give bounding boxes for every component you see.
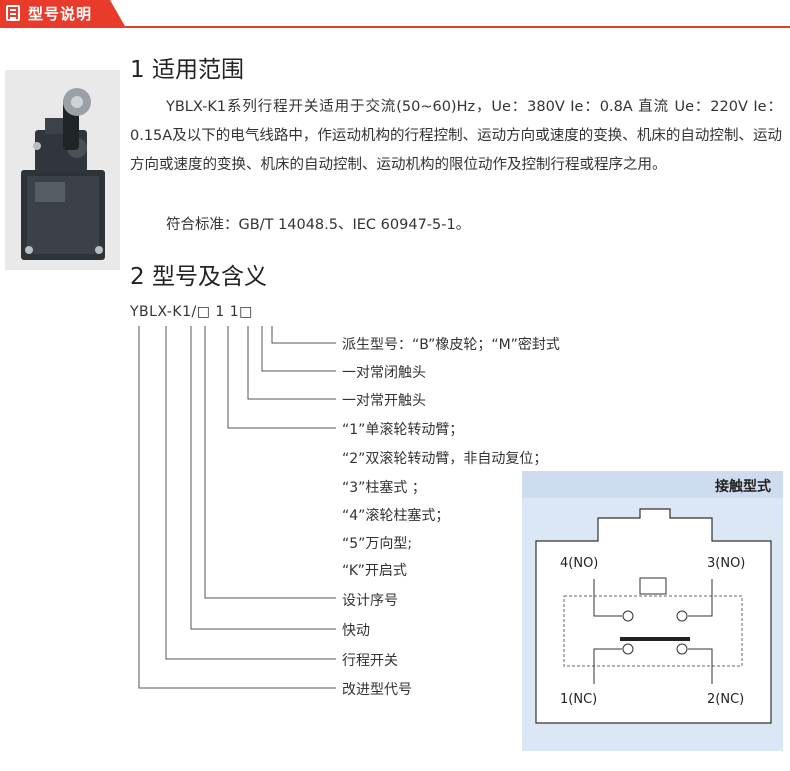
product-photo xyxy=(5,70,120,270)
document-icon xyxy=(6,5,20,21)
label-nc-contact: 一对常闭触头 xyxy=(342,365,426,381)
label-type-3: “3”柱塞式 ； xyxy=(342,480,426,496)
label-improved-code: 改进型代号 xyxy=(342,682,412,698)
terminal-2-nc: 2(NC) xyxy=(707,692,745,707)
label-no-contact: 一对常开触头 xyxy=(342,393,426,409)
label-travel-switch: 行程开关 xyxy=(342,653,398,669)
contact-panel-header: 接触型式 xyxy=(522,471,783,498)
contact-diagram xyxy=(535,508,772,724)
terminal-1-nc: 1(NC) xyxy=(560,692,598,707)
section2-heading: 2 型号及含义 xyxy=(130,264,267,290)
label-quick-action: 快动 xyxy=(342,623,370,639)
terminal-4-no: 4(NO) xyxy=(560,556,599,571)
label-type-5: “5”万向型; xyxy=(342,536,413,552)
label-type-2: “2”双滚轮转动臂，非自动复位； xyxy=(342,451,548,467)
label-design-no: 设计序号 xyxy=(342,593,398,609)
header-bar-shape xyxy=(0,0,790,28)
label-type-k: “K”开启式 xyxy=(342,563,407,579)
label-type-4: “4”滚轮柱塞式； xyxy=(342,508,450,524)
model-code: YBLX-K1/□ 1 1□ xyxy=(130,304,253,320)
terminal-3-no: 3(NO) xyxy=(707,556,746,571)
header-title: 型号说明 xyxy=(28,5,93,23)
limit-switch-image xyxy=(21,88,105,260)
section-header: 型号说明 xyxy=(0,0,790,28)
section1-paragraph: YBLX-K1系列行程开关适用于交流(50~60)Hz，Ue：380V Ie：0… xyxy=(130,99,782,173)
section1-heading: 1 适用范围 xyxy=(130,57,244,83)
standard-text: 符合标准：GB/T 14048.5、IEC 60947-5-1。 xyxy=(166,217,471,233)
contact-panel-title: 接触型式 xyxy=(715,479,771,495)
label-type-1: “1”单滚轮转动臂； xyxy=(342,422,464,438)
label-derivative: 派生型号：“B”橡皮轮；“M”密封式 xyxy=(342,337,560,353)
